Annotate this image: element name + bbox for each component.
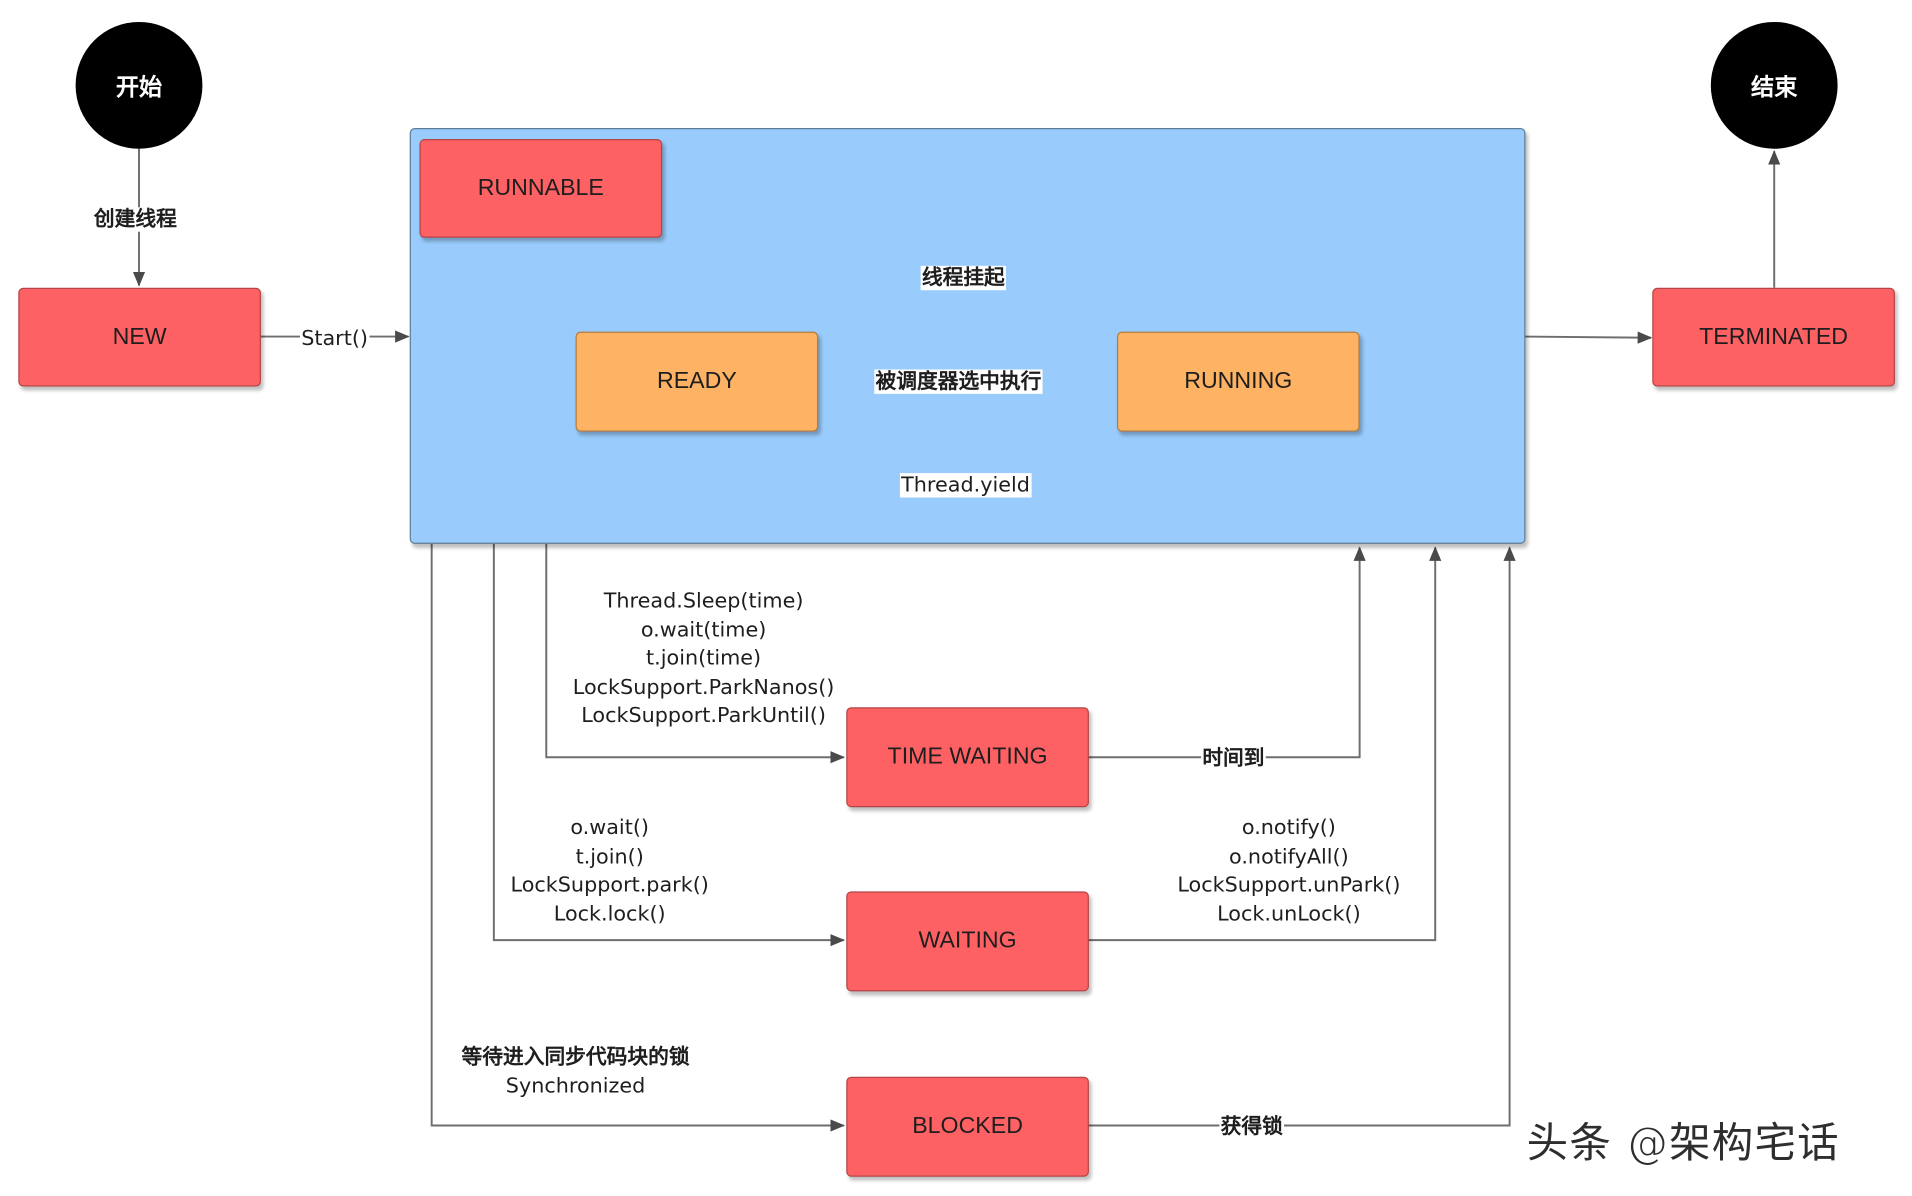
notify-method: o.notifyAll() (1229, 844, 1349, 869)
timed-wait-method: o.wait(time) (640, 617, 767, 643)
edge-runnable-to-time-waiting (545, 543, 846, 764)
state-ready-label: READY (656, 368, 737, 394)
state-new-label: NEW (112, 323, 167, 350)
state-ready: READY (575, 331, 819, 432)
start-node: 开始 (75, 21, 203, 149)
label-lock-acquired: 获得锁 (1219, 1114, 1285, 1139)
state-terminated-label: TERMINATED (1699, 323, 1849, 350)
notify-method: LockSupport.unPark() (1177, 873, 1401, 898)
edge-runnable-to-waiting (492, 543, 846, 947)
wait-method: t.join() (575, 844, 644, 869)
edge-runnable-to-terminated (1524, 331, 1653, 344)
label-thread-suspend: 线程挂起 (920, 265, 1006, 291)
watermark: 头条 @架构宅话 (1526, 1119, 1840, 1169)
label-thread-yield: Thread.yield (899, 473, 1032, 498)
end-node: 结束 (1710, 21, 1838, 149)
state-waiting-label: WAITING (918, 927, 1017, 954)
blocked-reason-line: 等待进入同步代码块的锁 (461, 1045, 690, 1070)
notify-method: o.notify() (1241, 815, 1336, 841)
edge-runnable-to-blocked (430, 543, 846, 1132)
state-runnable-label: RUNNABLE (477, 174, 604, 201)
notify-method: Lock.unLock() (1217, 902, 1361, 927)
state-running-label: RUNNING (1184, 368, 1293, 394)
state-runnable: RUNNABLE (419, 139, 663, 238)
state-running: RUNNING (1116, 331, 1360, 432)
edge-waiting-to-runnable (1087, 546, 1442, 942)
wait-methods: o.wait() t.join() LockSupport.park() Loc… (488, 815, 732, 930)
notify-methods: o.notify() o.notifyAll() LockSupport.unP… (1155, 815, 1423, 930)
timed-wait-method: LockSupport.ParkUntil() (581, 704, 826, 729)
wait-method: Lock.lock() (553, 902, 666, 927)
blocked-reason-line: Synchronized (505, 1073, 646, 1099)
state-new: NEW (18, 287, 261, 387)
blocked-reason: 等待进入同步代码块的锁 Synchronized (429, 1044, 722, 1102)
label-start-call: Start() (299, 326, 370, 352)
state-blocked: BLOCKED (846, 1076, 1089, 1177)
state-waiting: WAITING (846, 891, 1089, 992)
timed-wait-method: Thread.Sleep(time) (603, 588, 804, 614)
timed-wait-method: t.join(time) (646, 646, 762, 671)
end-node-label: 结束 (1751, 73, 1798, 101)
label-time-reached: 时间到 (1201, 746, 1266, 771)
state-blocked-label: BLOCKED (912, 1113, 1023, 1139)
timed-wait-method: LockSupport.ParkNanos() (572, 675, 835, 700)
timed-wait-methods: Thread.Sleep(time) o.wait(time) t.join(t… (546, 588, 861, 732)
wait-method: o.wait() (570, 815, 650, 841)
label-scheduler-selected: 被调度器选中执行 (874, 369, 1043, 394)
start-node-label: 开始 (115, 73, 163, 101)
wait-method: LockSupport.park() (510, 873, 709, 898)
state-time-waiting-label: TIME WAITING (887, 743, 1048, 770)
label-create-thread: 创建线程 (92, 207, 179, 232)
state-time-waiting: TIME WAITING (846, 707, 1089, 808)
state-terminated: TERMINATED (1652, 287, 1895, 387)
edge-time-waiting-to-runnable (1087, 546, 1366, 759)
